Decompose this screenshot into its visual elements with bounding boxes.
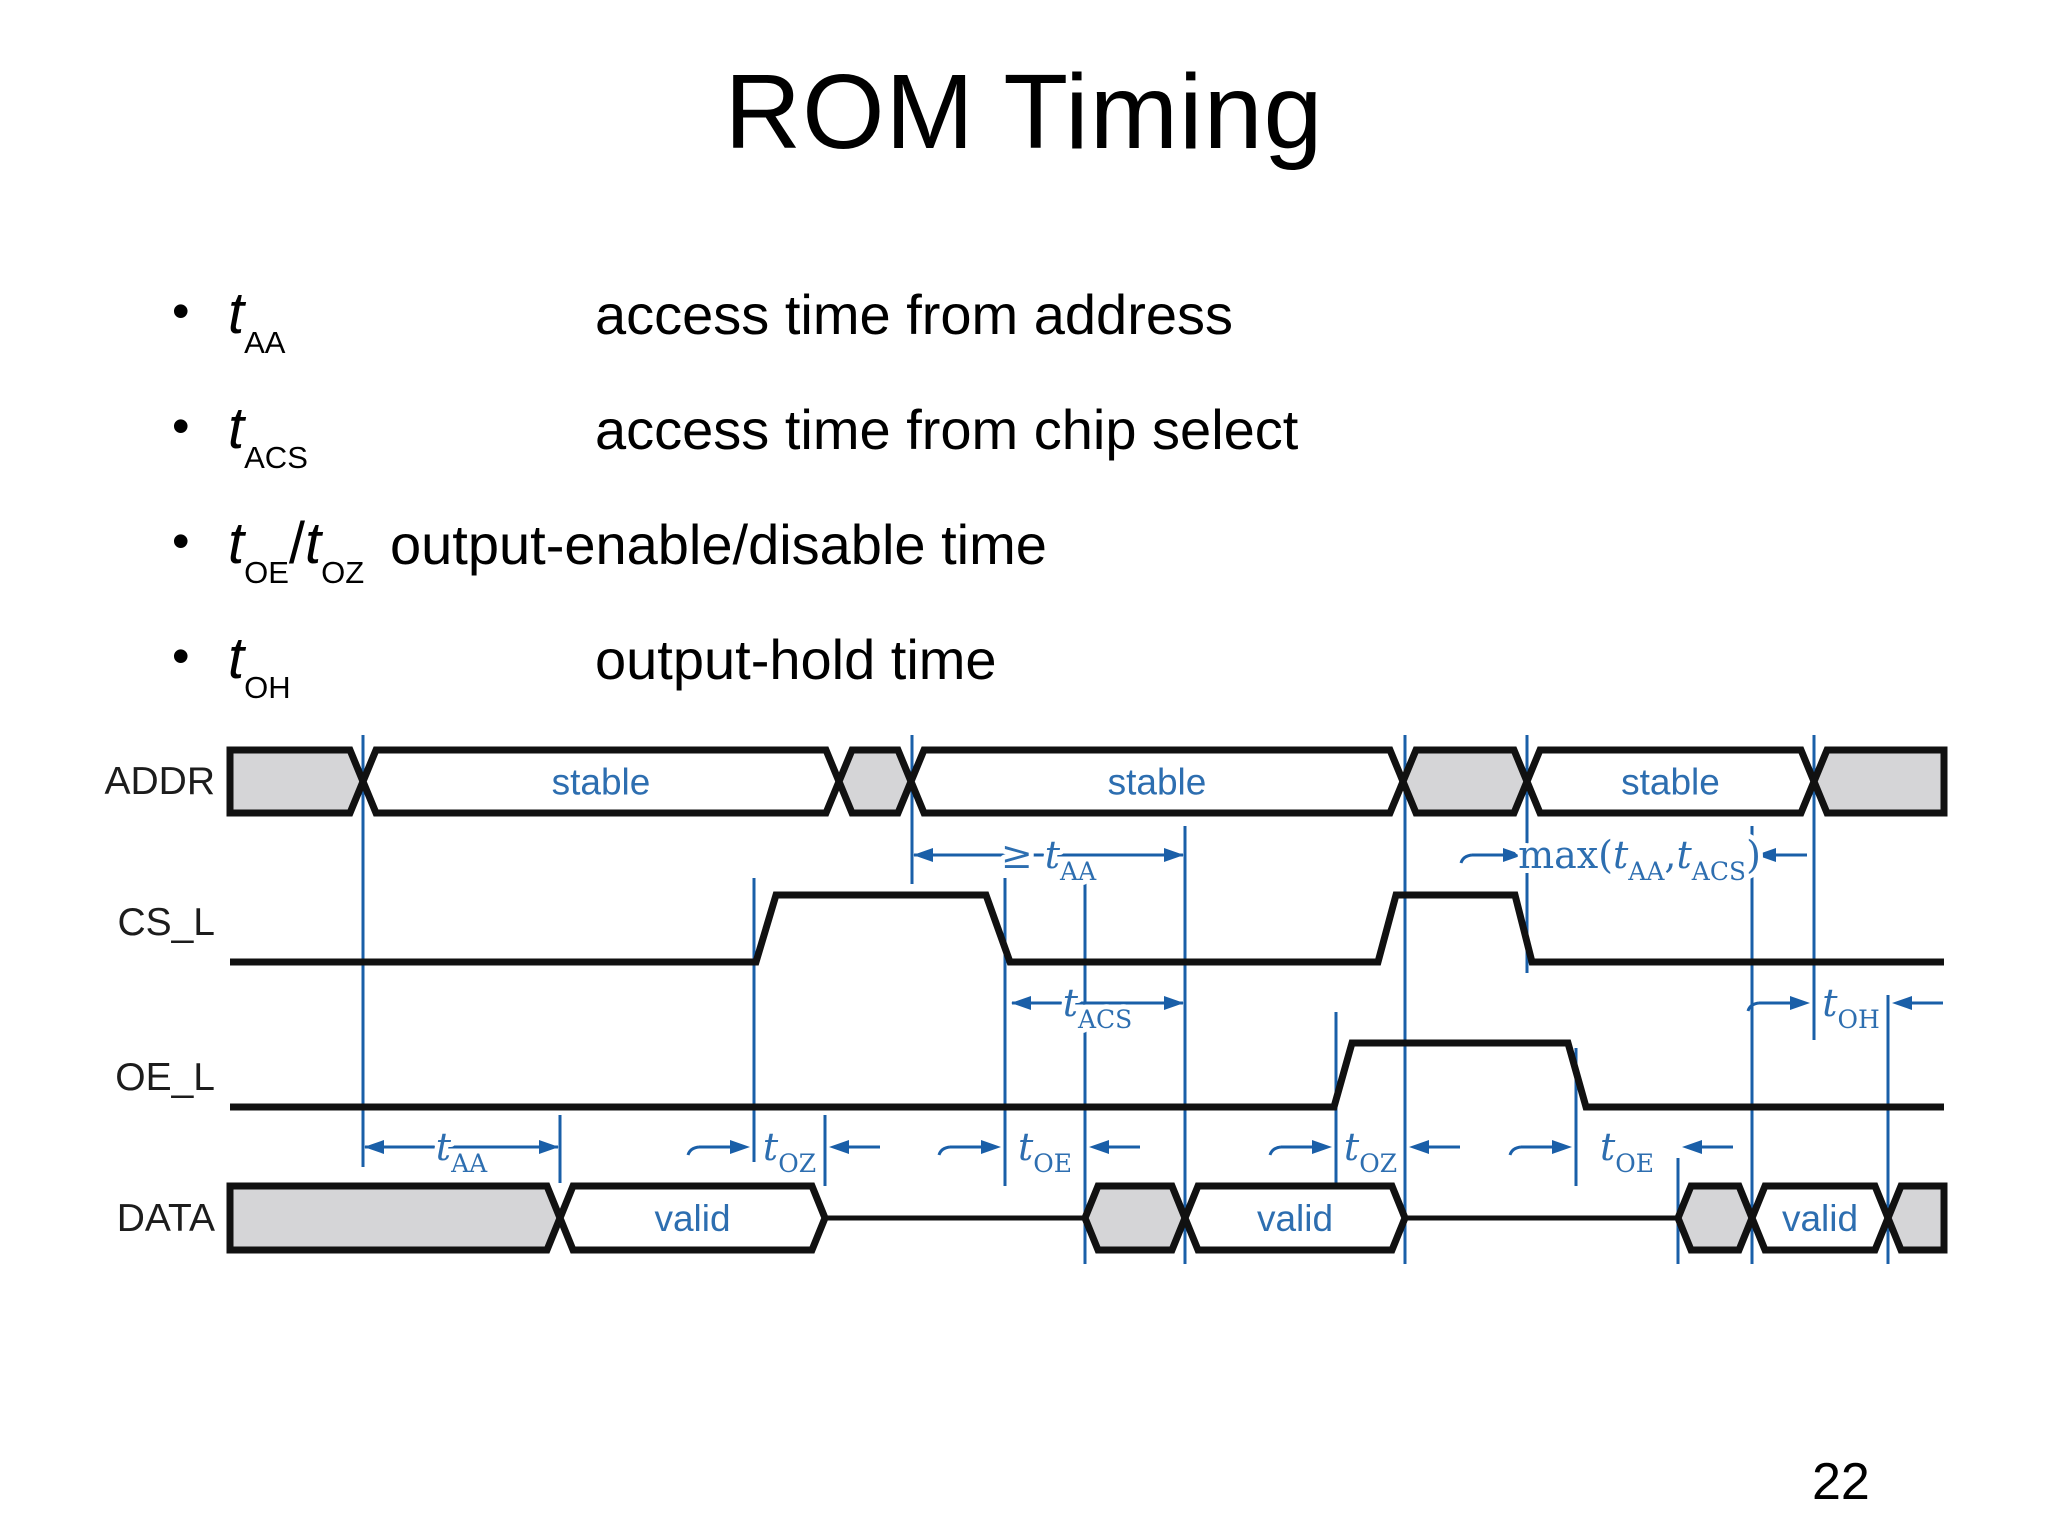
measure-label: tOZ: [1344, 1125, 1397, 1178]
bus-region-gray: [226, 1182, 564, 1254]
measure-label: ≥ tAA: [1001, 833, 1097, 886]
measure-label: tACS: [1063, 981, 1133, 1034]
arrowhead: [1164, 996, 1184, 1010]
bullet-dot-icon: •: [172, 628, 190, 684]
arrowhead: [981, 1140, 1001, 1154]
measure-label: tOE: [1018, 1125, 1072, 1178]
bullet-definition: output-enable/disable time: [390, 513, 1047, 576]
bus-region-label: valid: [1257, 1198, 1333, 1239]
arrowhead: [1011, 996, 1031, 1010]
tail-hook: [1508, 1145, 1522, 1156]
bus-region-gray: [835, 746, 915, 817]
signal-oe_l: [230, 1039, 1944, 1111]
bullet-item: • tAA access time from address: [0, 280, 2048, 376]
bus-region-gray: [1399, 746, 1531, 817]
bullet-dot-icon: •: [172, 398, 190, 454]
signal-addr: stable stable stable: [226, 746, 1948, 817]
bullet-definition: output-hold time: [595, 628, 997, 691]
arrowhead: [1312, 1140, 1332, 1154]
signal-cs_l: [230, 891, 1944, 966]
arrowhead: [913, 848, 933, 862]
measurement: tOZ: [1268, 1120, 1460, 1183]
measurement: ≥ tAA: [913, 828, 1184, 891]
bus-region-label: valid: [654, 1198, 730, 1239]
tail-hook: [1459, 853, 1473, 864]
bus-region-gray: [1810, 746, 1948, 817]
arrowhead: [1503, 848, 1523, 862]
page-title: ROM Timing: [724, 53, 1324, 171]
measure-label: tOZ: [763, 1125, 816, 1178]
arrowhead: [1682, 1140, 1702, 1154]
measure-label: tAA: [436, 1125, 488, 1178]
measurement: tAA: [364, 1120, 559, 1183]
bullet-dot-icon: •: [172, 283, 190, 339]
tail-hook: [1746, 1001, 1760, 1012]
bus-region-label: valid: [1782, 1198, 1858, 1239]
measurement: tOZ: [686, 1120, 880, 1183]
measurement: tOE: [937, 1120, 1140, 1183]
bus-region-label: stable: [1108, 762, 1207, 803]
arrowhead: [364, 1140, 384, 1154]
tail-hook: [1268, 1145, 1282, 1156]
guide-lines: [361, 735, 1890, 1264]
measurement: tOH: [1746, 976, 1943, 1039]
annotations: ≥ tAA max(tAA,tACS) tACS tOH tAA tOZ tOE tOZ tOE: [364, 828, 1943, 1183]
bullet-dot-icon: •: [172, 513, 190, 569]
signal-label: ADDR: [104, 760, 215, 803]
measure-label: tOH: [1822, 981, 1880, 1034]
bullet-term: tOH: [228, 626, 291, 705]
measure-label: max(tAA,tACS): [1518, 833, 1761, 886]
signal-labels: ADDR CS_L OE_L DATA: [104, 760, 215, 1240]
bullet-term: tAA: [228, 281, 286, 360]
measurement: tACS: [1011, 976, 1184, 1039]
arrowhead: [1756, 848, 1776, 862]
tail-hook: [686, 1145, 700, 1156]
bus-region-gray: [1081, 1182, 1189, 1254]
arrowhead: [1164, 848, 1184, 862]
bus-region-gray: [1884, 1182, 1948, 1254]
measure-label: tOE: [1600, 1125, 1654, 1178]
bullet-item: • tOE/tOZ output-enable/disable time: [0, 510, 2048, 606]
arrowhead: [1552, 1140, 1572, 1154]
bus-region-label: stable: [552, 762, 651, 803]
signal-label: CS_L: [117, 901, 215, 944]
bullet-definition: access time from address: [595, 283, 1233, 346]
arrowhead: [829, 1140, 849, 1154]
arrowhead: [730, 1140, 750, 1154]
bullet-item: • tOH output-hold time: [0, 625, 2048, 721]
signal-label: OE_L: [115, 1056, 215, 1099]
arrowhead: [539, 1140, 559, 1154]
arrowhead: [1409, 1140, 1429, 1154]
signal-label: DATA: [117, 1197, 215, 1240]
bus-region-gray: [226, 746, 367, 817]
page-number: 22: [1812, 1453, 1870, 1511]
arrowhead: [1089, 1140, 1109, 1154]
bullet-term: tACS: [228, 396, 308, 475]
bus-region-label: stable: [1621, 762, 1720, 803]
measurement: tOE: [1508, 1120, 1733, 1183]
bullet-definition: access time from chip select: [595, 398, 1299, 461]
bullet-term: tOE/tOZ: [228, 511, 365, 590]
measurement: max(tAA,tACS): [1459, 828, 1807, 891]
bullet-item: • tACS access time from chip select: [0, 395, 2048, 491]
arrowhead: [1892, 996, 1912, 1010]
bus-region-gray: [1674, 1182, 1756, 1254]
signal-data: valid valid valid: [226, 1182, 1948, 1254]
tail-hook: [937, 1145, 951, 1156]
arrowhead: [1790, 996, 1810, 1010]
